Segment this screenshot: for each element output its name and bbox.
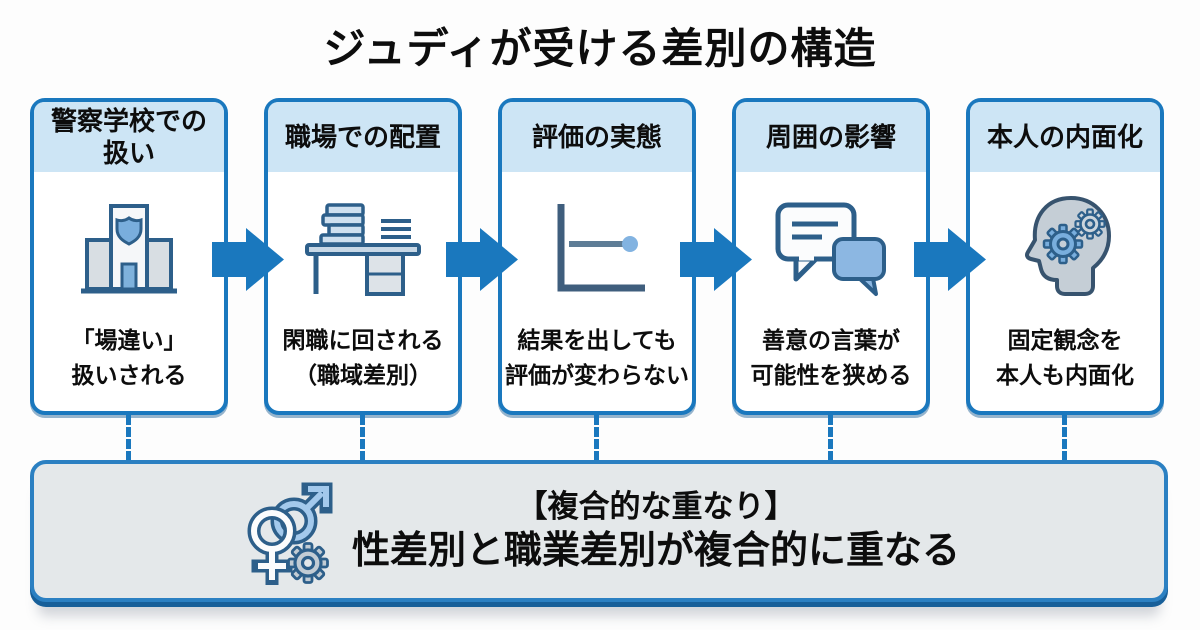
step-4-header: 周囲の影響 xyxy=(736,102,926,172)
dashed-connector-2 xyxy=(360,415,365,461)
flow-arrow-2 xyxy=(446,228,518,291)
summary-body: 性差別と職業差別が複合的に重なる xyxy=(351,530,960,573)
step-card-police-academy: 警察学校での 扱い 「場違い」 扱いされる xyxy=(30,98,228,415)
step-1-description: 「場違い」 扱いされる xyxy=(71,327,187,388)
step-3-header: 評価の実態 xyxy=(502,102,692,172)
gender-symbols-with-gear-icon xyxy=(238,477,334,585)
speech-bubbles-icon xyxy=(736,172,926,316)
dashed-connector-3 xyxy=(594,415,599,461)
police-station-icon xyxy=(34,172,224,316)
dashed-connector-5 xyxy=(1062,415,1067,461)
step-card-workplace-placement: 職場での配置 閑職に回される （職域差別） xyxy=(264,98,462,415)
step-5-description: 固定観念を 本人も内面化 xyxy=(996,327,1134,388)
desk-with-paperwork-icon xyxy=(268,172,458,316)
flow-arrow-4 xyxy=(914,228,986,291)
step-3-description: 結果を出しても 評価が変わらない xyxy=(505,327,689,388)
step-card-evaluation: 評価の実態 結果を出しても 評価が変わらない xyxy=(498,98,696,415)
step-2-description: 閑職に回される （職域差別） xyxy=(282,327,444,388)
dashed-connector-4 xyxy=(828,415,833,461)
step-card-surroundings: 周囲の影響 善意の言葉が 可能性を狭める xyxy=(732,98,930,415)
step-card-internalization: 本人の内面化 xyxy=(966,98,1164,415)
step-4-description: 善意の言葉が 可能性を狭める xyxy=(750,327,912,388)
head-with-gears-icon xyxy=(970,172,1160,316)
summary-text: 【複合的な重なり】 性差別と職業差別が複合的に重なる xyxy=(352,486,960,575)
step-1-header: 警察学校での 扱い xyxy=(34,102,224,172)
summary-box: 【複合的な重なり】 性差別と職業差別が複合的に重なる xyxy=(30,460,1168,602)
step-5-header: 本人の内面化 xyxy=(970,102,1160,172)
flow-arrow-1 xyxy=(212,228,284,291)
page-title: ジュディが受ける差別の構造 xyxy=(323,25,877,72)
dashed-connector-1 xyxy=(126,415,131,461)
flow-arrow-3 xyxy=(680,228,752,291)
flat-evaluation-chart-icon xyxy=(502,172,692,316)
summary-heading: 【複合的な重なり】 xyxy=(516,489,796,525)
step-2-header: 職場での配置 xyxy=(268,102,458,172)
